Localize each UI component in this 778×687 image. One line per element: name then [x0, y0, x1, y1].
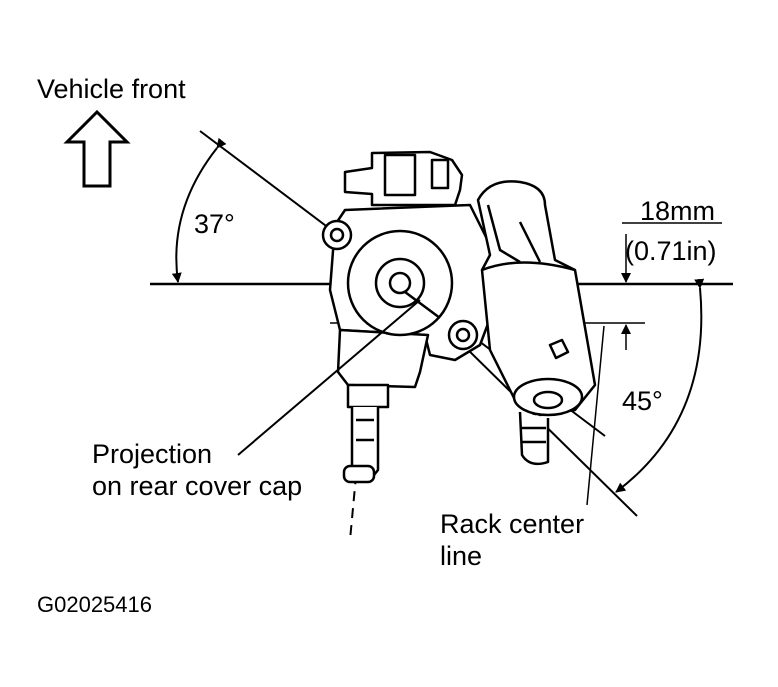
projection-label-line2: on rear cover cap — [92, 471, 302, 501]
steering-gear-body — [321, 150, 597, 484]
vehicle-front-label: Vehicle front — [37, 74, 186, 104]
figure-code: G02025416 — [37, 592, 152, 617]
offset-mm-label: 18mm — [640, 196, 715, 226]
projection-label-line1: Projection — [92, 439, 212, 469]
rack-center-label-line1: Rack center — [440, 509, 584, 539]
rack-center-tick — [586, 325, 605, 506]
vehicle-front-arrow-icon — [63, 109, 131, 188]
offset-in-label: (0.71in) — [625, 236, 717, 266]
angle-37-arc — [171, 137, 227, 283]
angle-45-arc — [615, 278, 705, 493]
projection-leader — [237, 299, 421, 456]
angle-37-label: 37° — [194, 209, 235, 239]
angle-45-label: 45° — [622, 386, 663, 416]
offset-dimension — [621, 222, 722, 350]
rack-center-label-line2: line — [440, 541, 482, 571]
